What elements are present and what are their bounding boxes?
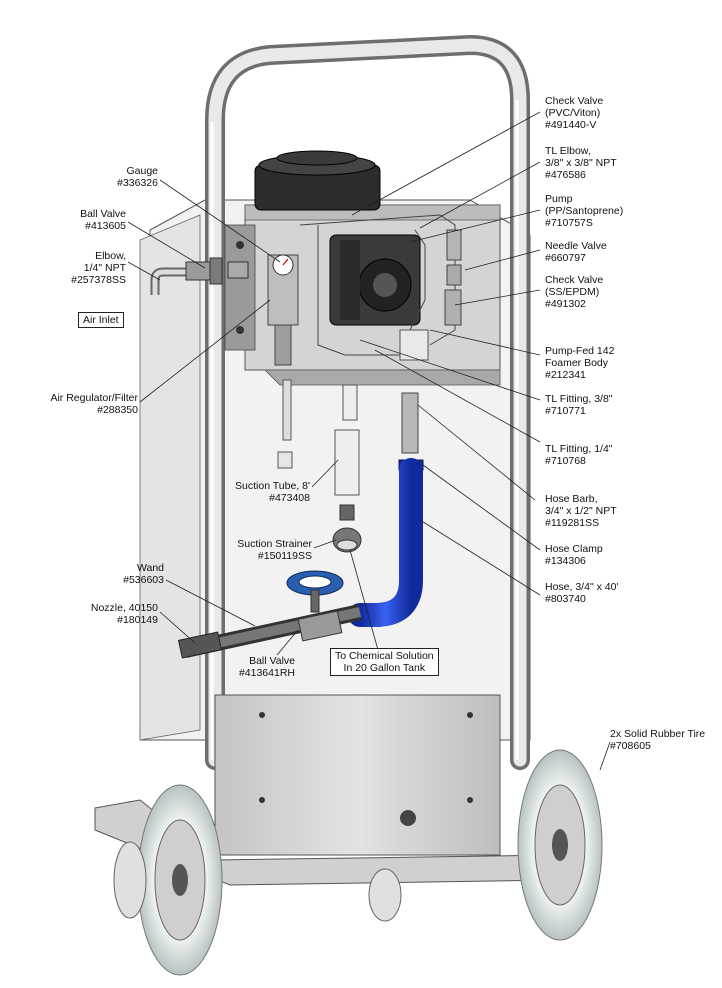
label-tl-elbow: TL Elbow,3/8" x 3/8" NPT#476586	[545, 145, 617, 181]
label-gauge: Gauge#336326	[117, 165, 158, 189]
label-hose: Hose, 3/4" x 40'#803740	[545, 581, 619, 605]
label-tl-fitting-38: TL Fitting, 3/8"#710771	[545, 393, 613, 417]
label-suction-tube: Suction Tube, 8'#473408	[235, 480, 310, 504]
suction-parts	[277, 379, 362, 553]
label-air-inlet: Air Inlet	[78, 312, 124, 328]
inlet-fittings	[150, 257, 249, 295]
label-tire: 2x Solid Rubber Tire#708605	[610, 728, 706, 752]
label-check-valve-pvc: Check Valve(PVC/Viton)#491440-V	[545, 95, 604, 131]
label-pump: Pump(PP/Santoprene)#710757S	[545, 193, 624, 229]
wand	[177, 604, 362, 659]
label-hose-barb: Hose Barb,3/4" x 1/2" NPT#119281SS	[545, 493, 617, 529]
wheels	[113, 749, 603, 976]
handle-frame	[205, 34, 530, 770]
air-regulator	[267, 254, 299, 366]
ball-valve-handle	[286, 570, 344, 613]
label-ball-valve-top: Ball Valve#413605	[80, 208, 126, 232]
tubing	[299, 214, 456, 356]
pump-motor	[254, 150, 421, 326]
label-ball-valve-bottom: Ball Valve#413641RH	[238, 655, 295, 679]
label-suction-strainer: Suction Strainer#150119SS	[237, 538, 312, 562]
foamer-body	[399, 329, 429, 361]
label-hose-clamp: Hose Clamp#134306	[545, 543, 603, 567]
label-air-regulator: Air Regulator/Filter#288350	[50, 392, 138, 416]
axle-plate	[214, 694, 501, 856]
leader-lines	[127, 111, 611, 771]
label-wand: Wand#536603	[123, 562, 164, 586]
label-needle-valve: Needle Valve#660797	[545, 240, 607, 264]
right-valves	[444, 229, 462, 326]
label-tl-fitting-14: TL Fitting, 1/4"#710768	[545, 443, 613, 467]
label-nozzle: Nozzle, 40150#180149	[90, 602, 158, 626]
label-check-valve-ss: Check Valve(SS/EPDM)#491302	[545, 274, 604, 310]
label-elbow: Elbow,1/4" NPT#257378SS	[71, 250, 126, 286]
blue-hose	[348, 458, 423, 627]
